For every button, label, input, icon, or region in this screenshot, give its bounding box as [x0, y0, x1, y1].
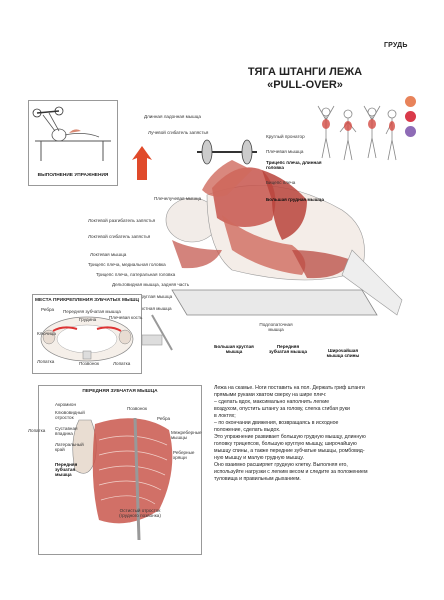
serratus-side-label: Лопатка: [28, 428, 46, 433]
serratus-label-9: Передняя зубчатая мышца: [55, 462, 78, 477]
label-left-1: Длинная ладонная мышца: [144, 114, 201, 119]
section-label: ГРУДЬ: [384, 42, 408, 49]
label-left-3: Плечелучевая мышца: [154, 196, 202, 201]
color-dot-1: [405, 96, 416, 107]
label-left-7: Трицепс плеча, медиальная головка: [88, 262, 166, 267]
serratus-label-1: Акромион: [55, 402, 76, 407]
main-anatomy-illustration: [132, 139, 403, 351]
desc-line-1: Лежа на скамье. Ноги поставить на пол. Д…: [214, 385, 365, 391]
attachment-label-8: Лопатка: [113, 361, 131, 366]
desc-line-4: воздухом, опустить штангу за голову, сле…: [214, 406, 350, 412]
serratus-illustration: [72, 417, 173, 541]
desc-line-13: используйте нагрузки с легким весом и сл…: [214, 469, 368, 475]
desc-line-2: прямыми руками хватом сверху на шире пле…: [214, 392, 327, 398]
label-right-4: Бицепс плеча: [266, 180, 296, 185]
label-bottom-2: Большая круглая мышца: [214, 344, 254, 354]
label-bottom-1: Подлопаточная мышца: [259, 322, 293, 332]
attachment-label-6: Лопатка: [37, 359, 55, 364]
label-left-4: Локтевой разгибатель запястья: [88, 218, 156, 223]
label-left-9: Дельтовидная мышца, задняя часть: [112, 282, 190, 287]
desc-line-8: Это упражнение развивает большую грудную…: [214, 434, 366, 440]
serratus-label-2: Клювовидный отросток: [55, 410, 85, 420]
desc-line-7: положение, сделать выдох.: [214, 427, 281, 433]
attachment-label-3: Грудина: [79, 317, 97, 322]
label-left-8: Трицепс плеча, латеральная головка: [96, 272, 176, 277]
desc-line-5: в локтях;: [214, 413, 236, 419]
desc-line-6: – по окончании движения, возвращаясь в и…: [214, 420, 339, 426]
exercise-box: ВЫПОЛНЕНИЕ УПРАЖНЕНИЯ: [28, 100, 118, 186]
label-left-6: Локтевая мышца: [90, 252, 127, 257]
exercise-box-title: ВЫПОЛНЕНИЕ УПРАЖНЕНИЯ: [37, 173, 109, 178]
desc-line-11: ную мышцу и малую грудную мышцу.: [214, 455, 304, 461]
desc-line-12: Оно взаимно расширяет грудную клетку. Вы…: [214, 462, 348, 468]
serratus-box: ПЕРЕДНЯЯ ЗУБЧАТАЯ МЫШЦА Акромион Клювови…: [38, 385, 202, 555]
label-bottom-4: Широчайшая мышца спины: [326, 348, 360, 358]
label-left-5: Локтевой сгибатель запястья: [88, 234, 151, 239]
description-text: Лежа на скамье. Ноги поставить на пол. Д…: [214, 385, 424, 483]
label-left-11: Подостная мышца: [132, 306, 172, 311]
attachment-box: МЕСТА ПРИКРЕПЛЕНИЯ ЗУБЧАТЫХ МЫШЦ Ребра П…: [32, 294, 142, 374]
label-right-5: Большая грудная мышца: [266, 197, 324, 202]
desc-line-3: – сделать вдох, максимально наполнить ле…: [214, 399, 330, 405]
serratus-box-title: ПЕРЕДНЯЯ ЗУБЧАТАЯ МЫШЦА: [82, 389, 158, 394]
motion-arrow: [132, 146, 152, 180]
title-line-2: «PULL-OVER»: [267, 79, 343, 91]
attachment-box-title: МЕСТА ПРИКРЕПЛЕНИЯ ЗУБЧАТЫХ МЫШЦ: [35, 298, 139, 303]
attachment-label-5: Ключица: [37, 331, 56, 336]
serratus-label-10: Остистый отросток (грудного позвонка): [119, 508, 161, 518]
color-dot-3: [405, 126, 416, 137]
attachment-label-7: Позвонок: [79, 361, 99, 366]
attachment-label-2: Передняя зубчатая мышца: [63, 309, 121, 314]
label-left-2: Лучевой сгибатель запястья: [148, 130, 209, 135]
attachment-label-1: Ребра: [41, 307, 55, 312]
label-right-1: Круглый пронатор: [266, 134, 305, 139]
serratus-label-8: Реберные хрящи: [173, 450, 195, 460]
desc-line-14: туловища и правильным дыханием.: [214, 476, 301, 482]
attachment-diagram: [40, 316, 134, 362]
label-right-3: Трицепс плеча, длинная головка: [266, 160, 322, 170]
serratus-label-5: Позвонок: [127, 406, 147, 411]
serratus-label-7: Межреберные мышцы: [171, 430, 202, 440]
serratus-label-3: Суставная впадина: [55, 426, 78, 436]
page-title: ТЯГА ШТАНГИ ЛЕЖА «PULL-OVER»: [240, 66, 370, 92]
desc-line-10: мышцу спины, а также передние зубчатые м…: [214, 448, 365, 454]
attachment-label-4: Плечевая кость: [109, 315, 143, 320]
title-line-1: ТЯГА ШТАНГИ ЛЕЖА: [247, 66, 363, 78]
exercise-sketch-image: [32, 106, 111, 161]
color-dot-2: [405, 111, 416, 122]
label-bottom-3: Передняя зубчатая мышца: [268, 344, 307, 354]
serratus-label-6: Ребра: [157, 416, 171, 421]
desc-line-9: головку трицепсов, большую круглую мышцу…: [214, 441, 357, 447]
small-figures-image: [317, 105, 397, 161]
serratus-label-4: Латеральный край: [55, 442, 84, 452]
label-right-2: Плечевая мышца: [266, 149, 304, 154]
label-left-10: Малая круглая мышца: [124, 294, 173, 299]
